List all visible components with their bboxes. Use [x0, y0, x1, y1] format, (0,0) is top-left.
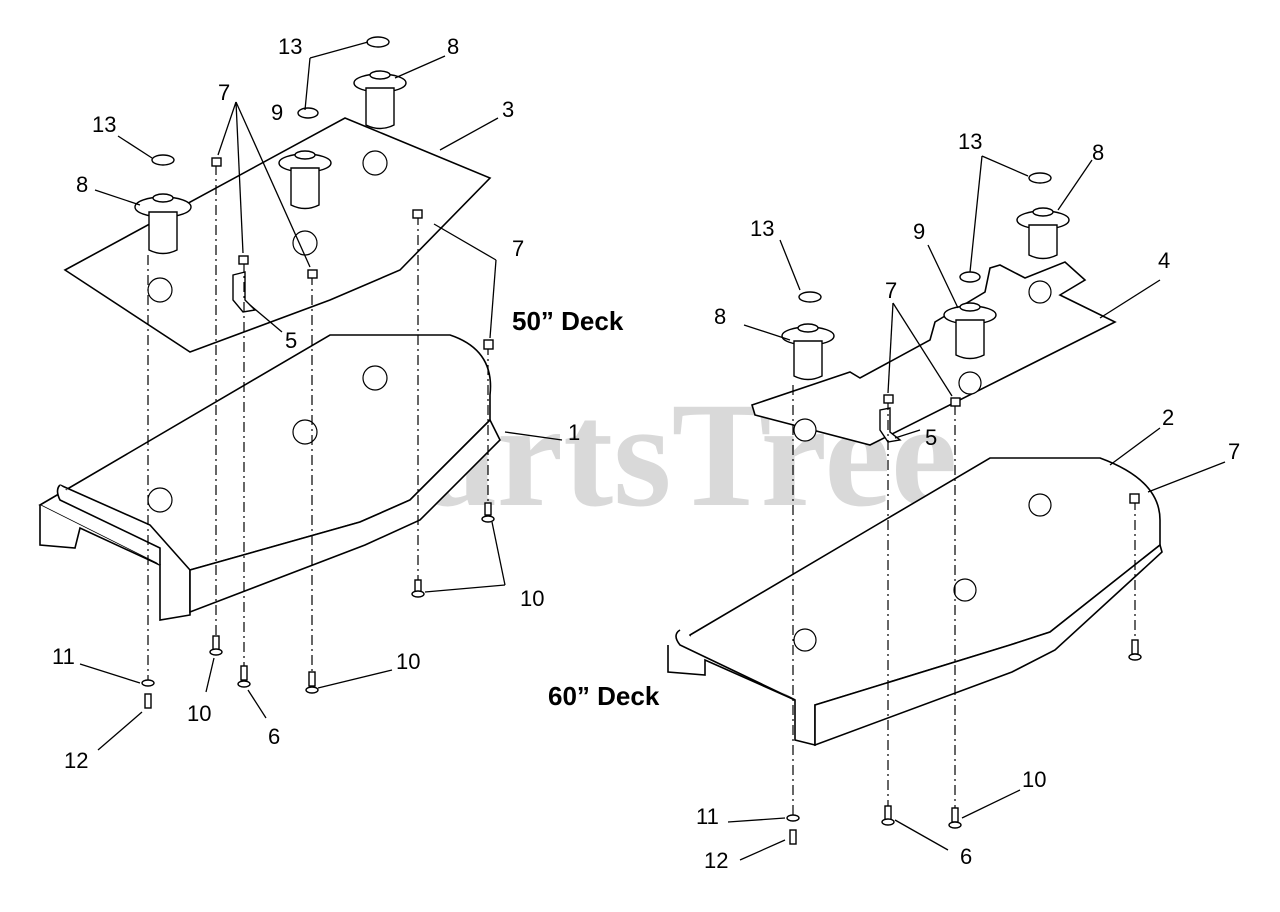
- washer-13-right: [798, 291, 822, 303]
- callout-4-right: 4: [1158, 248, 1170, 273]
- callout-6-left: 6: [268, 724, 280, 749]
- bolt-12-right: [789, 829, 797, 845]
- callout-10-left-c: 10: [187, 701, 211, 726]
- callout-13-right: 13: [750, 216, 774, 241]
- callout-3-left: 3: [502, 97, 514, 122]
- callout-13-left-top: 13: [278, 34, 302, 59]
- top-plate-50: [63, 117, 492, 353]
- callout-10-left-b: 10: [396, 649, 420, 674]
- callout-11-right: 11: [696, 804, 719, 829]
- callout-6-right: 6: [960, 844, 972, 869]
- callout-13-left: 13: [92, 112, 116, 137]
- deck-label-60: 60” Deck: [548, 681, 660, 711]
- nut-7-left-d: [412, 209, 423, 219]
- deck-60-assembly: 13 8 13 9 4 7 8 5 2 7 60” Deck 10 11 6 1…: [548, 129, 1240, 873]
- callout-12-right: 12: [704, 848, 728, 873]
- bolt-10-left-a: [411, 579, 425, 598]
- nut-7-right-c: [1129, 493, 1140, 504]
- callout-7-right-top: 7: [885, 278, 897, 303]
- callout-8-right: 8: [714, 304, 726, 329]
- callout-10-right: 10: [1022, 767, 1046, 792]
- top-plate-60: [751, 261, 1117, 446]
- deck-shell-60: [667, 457, 1163, 747]
- nut-7-left-a: [211, 157, 222, 167]
- bolt-right-deck: [1128, 639, 1142, 661]
- callout-9-right: 9: [913, 219, 925, 244]
- callout-12-left: 12: [64, 748, 88, 773]
- callout-7-left-right: 7: [512, 236, 524, 261]
- callout-11-left: 11: [52, 644, 75, 669]
- callout-8-left-top: 8: [447, 34, 459, 59]
- washer-13-left: [151, 154, 175, 166]
- nut-7-left-c: [307, 269, 318, 279]
- callout-9-left: 9: [271, 100, 283, 125]
- nut-7-right-a: [883, 394, 894, 404]
- spindle-8-right-bottom: [781, 323, 835, 381]
- spindle-9-left: [278, 150, 332, 210]
- bolt-10-left-d: [305, 671, 319, 694]
- deck-shell-50: [38, 334, 501, 621]
- washer-13-left-top: [366, 36, 390, 48]
- callout-8-right-top: 8: [1092, 140, 1104, 165]
- bolt-10-right: [948, 807, 962, 829]
- callout-5-left: 5: [285, 328, 297, 353]
- spindle-8-left-bottom: [134, 193, 192, 255]
- callout-2-right: 2: [1162, 405, 1174, 430]
- callout-5-right: 5: [925, 425, 937, 450]
- callout-13-right-top: 13: [958, 129, 982, 154]
- bolt-6-left: [237, 665, 251, 688]
- nut-7-left-b: [238, 255, 249, 265]
- deck-50-assembly: 13 8 7 9 3 13 8 7 5 50” Deck 1 10 10 11 …: [38, 34, 624, 773]
- bolt-10-left-b: [481, 502, 495, 523]
- nut-7-right-b: [950, 397, 961, 407]
- callout-8-left: 8: [76, 172, 88, 197]
- washer-9-left: [297, 107, 319, 119]
- washer-11-right: [786, 814, 800, 822]
- deck-label-50: 50” Deck: [512, 306, 624, 336]
- callout-10-left-a: 10: [520, 586, 544, 611]
- bolt-12-left: [144, 693, 152, 709]
- washer-13-right-mid: [959, 271, 981, 283]
- spindle-8-right-top: [1016, 207, 1070, 260]
- callout-7-left-top: 7: [218, 80, 230, 105]
- bolt-6-right: [881, 805, 895, 826]
- bolt-10-left-c: [209, 635, 223, 656]
- nut-7-left-e: [483, 339, 494, 350]
- callout-1-left: 1: [568, 420, 580, 445]
- bracket-5-right: [879, 407, 902, 443]
- spindle-8-left-top: [353, 70, 407, 130]
- washer-13-right-top: [1028, 172, 1052, 184]
- washer-11-left: [141, 679, 155, 687]
- spindle-9-right: [943, 302, 997, 360]
- callout-7-right: 7: [1228, 439, 1240, 464]
